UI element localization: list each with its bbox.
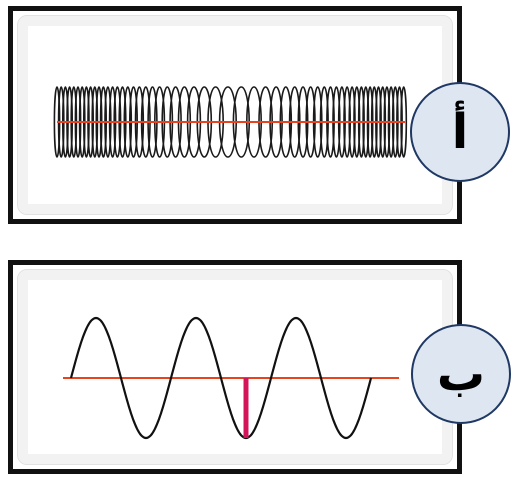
transverse-wave-panel (8, 260, 462, 474)
label-a-text: أ (451, 104, 469, 160)
label-badge-a: أ (410, 82, 510, 182)
spring-wave-drawing (53, 86, 408, 158)
label-badge-b: ب (411, 324, 511, 424)
sine-wave-drawing (63, 316, 399, 440)
sine-wave-curve (69, 316, 373, 440)
label-b-text: ب (436, 346, 486, 402)
longitudinal-wave-panel (8, 6, 462, 224)
